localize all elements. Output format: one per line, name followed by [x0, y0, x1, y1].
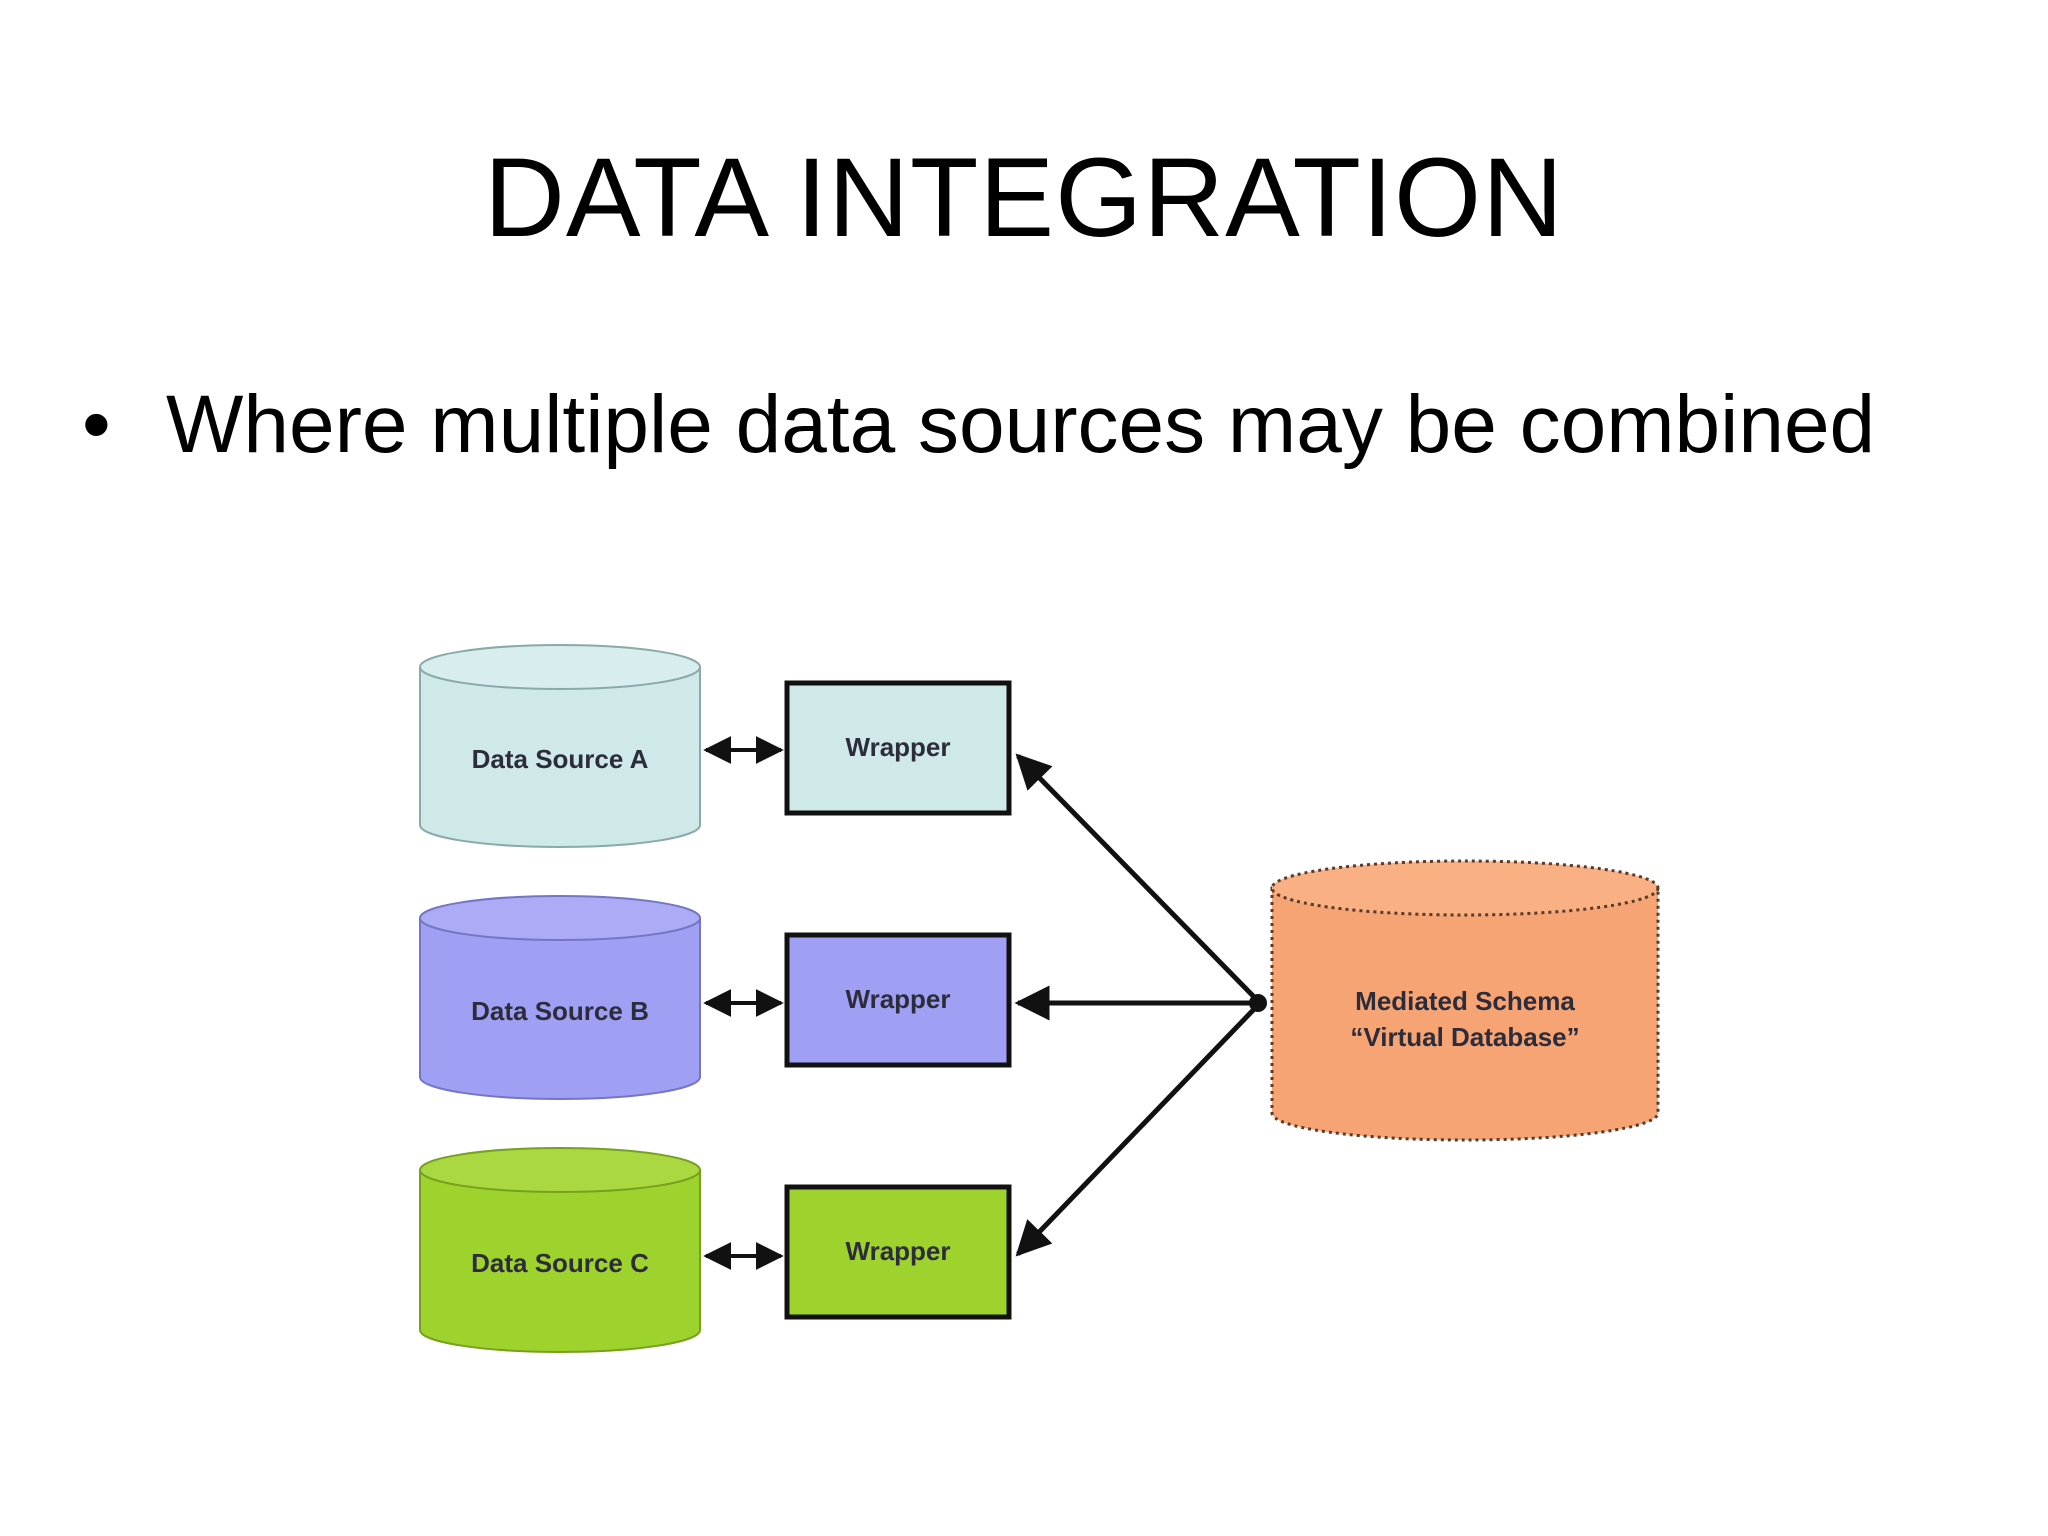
- data-source-c-body: [419, 1169, 701, 1353]
- wrapper-b: Wrapper: [784, 932, 1012, 1068]
- data-source-c: Data Source C: [419, 1147, 701, 1353]
- data-source-a-body: [419, 666, 701, 848]
- mediated-schema-top: [1270, 859, 1660, 917]
- data-source-a: Data Source A: [419, 644, 701, 848]
- wrapper-a-box: [784, 680, 1012, 816]
- data-source-b: Data Source B: [419, 895, 701, 1100]
- wrapper-c-label: Wrapper: [846, 1236, 951, 1266]
- data-source-b-label: Data Source B: [471, 996, 649, 1026]
- arrow-mediator-wrapper-a: [1015, 753, 1262, 1005]
- wrapper-a: Wrapper: [784, 680, 1012, 816]
- arrow-junction-dot: [1249, 994, 1267, 1012]
- data-source-a-top: [419, 644, 701, 690]
- mediated-schema-line2: “Virtual Database”: [1350, 1022, 1579, 1052]
- mediated-schema-line1: Mediated Schema: [1355, 986, 1575, 1016]
- bullet-item: • Where multiple data sources may be comb…: [82, 375, 1875, 475]
- bullet-text: Where multiple data sources may be combi…: [166, 379, 1876, 470]
- slide-title: DATA INTEGRATION: [483, 135, 1565, 260]
- wrapper-a-label: Wrapper: [846, 732, 951, 762]
- wrapper-c: Wrapper: [784, 1184, 1012, 1320]
- wrapper-b-box: [784, 932, 1012, 1068]
- data-source-b-top: [419, 895, 701, 941]
- wrapper-b-label: Wrapper: [846, 984, 951, 1014]
- data-source-c-label: Data Source C: [471, 1248, 649, 1278]
- arrow-mediator-wrapper-c: [1015, 1001, 1262, 1257]
- wrapper-c-box: [784, 1184, 1012, 1320]
- bullet-marker: •: [82, 379, 111, 470]
- data-source-c-top: [419, 1147, 701, 1193]
- data-source-a-label: Data Source A: [472, 744, 649, 774]
- mediated-schema-body: [1270, 886, 1660, 1142]
- mediated-schema: Mediated Schema “Virtual Database”: [1270, 859, 1660, 1142]
- data-source-b-body: [419, 917, 701, 1100]
